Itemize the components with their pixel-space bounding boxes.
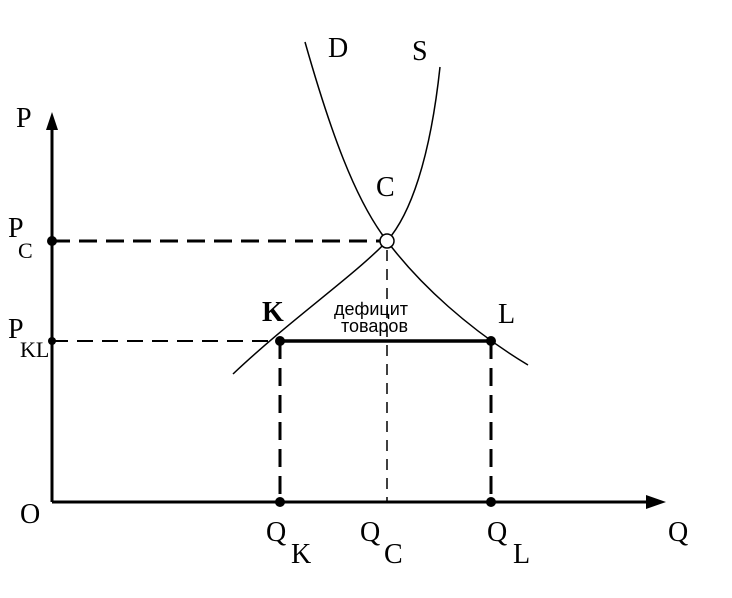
x-axis-arrow bbox=[646, 495, 666, 509]
point-l bbox=[486, 336, 496, 346]
y-axis-label: P bbox=[16, 103, 32, 134]
ql-label-sub: L bbox=[513, 539, 530, 570]
deficit-annotation-line1: дефицит bbox=[334, 299, 408, 319]
origin-label: O bbox=[20, 499, 40, 530]
equilibrium-label: C bbox=[376, 172, 395, 203]
qk-axis-point bbox=[275, 497, 285, 507]
l-label: L bbox=[498, 299, 515, 330]
pkl-label-sub: KL bbox=[20, 337, 49, 362]
supply-label: S bbox=[412, 36, 428, 67]
ql-label-main: Q bbox=[487, 517, 507, 548]
qc-label-sub: C bbox=[384, 539, 403, 570]
deficit-annotation-line2: товаров bbox=[341, 316, 408, 336]
y-axis-arrow bbox=[46, 112, 58, 130]
demand-label: D bbox=[328, 33, 348, 64]
ql-axis-point bbox=[486, 497, 496, 507]
qk-label-main: Q bbox=[266, 517, 286, 548]
x-axis-label: Q bbox=[668, 517, 688, 548]
pc-label-sub: C bbox=[18, 238, 33, 263]
pc-label-main: P bbox=[8, 213, 24, 244]
pkl-axis-point bbox=[48, 337, 56, 345]
pkl-label-main: P bbox=[8, 314, 24, 345]
qk-label-sub: K bbox=[291, 539, 311, 570]
pc-axis-point bbox=[47, 236, 57, 246]
qc-label-main: Q bbox=[360, 517, 380, 548]
point-k bbox=[275, 336, 285, 346]
k-label: K bbox=[262, 297, 284, 328]
equilibrium-point bbox=[379, 233, 395, 249]
